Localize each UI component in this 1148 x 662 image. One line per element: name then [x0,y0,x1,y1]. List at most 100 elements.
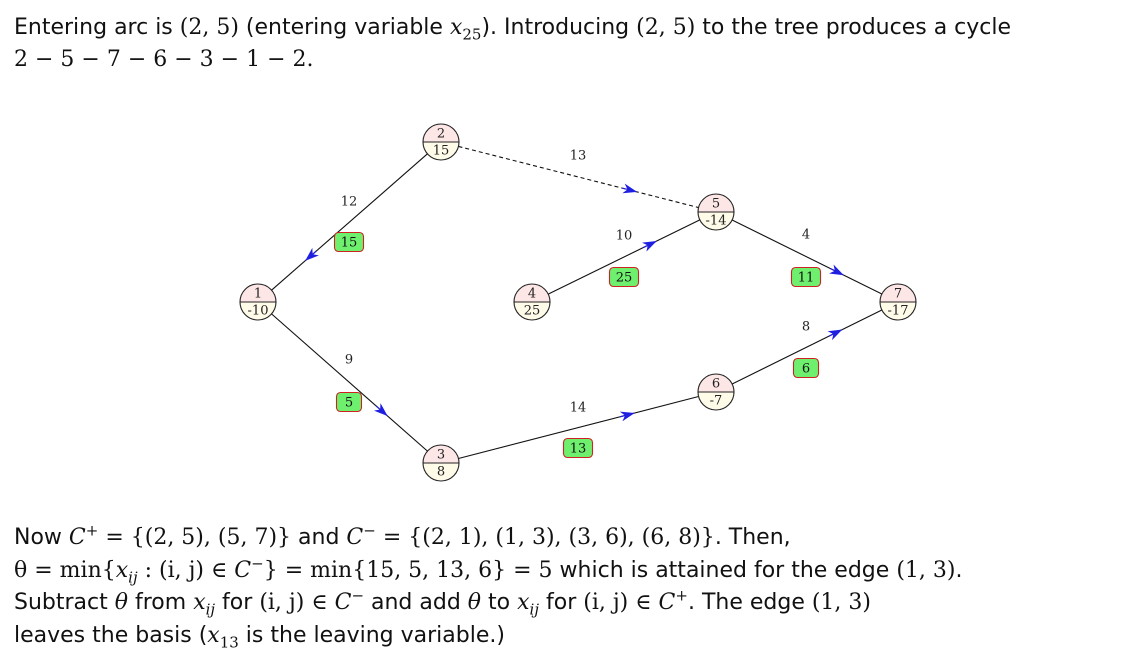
subscript: 13 [219,632,239,651]
node-supply-label: -7 [710,394,723,409]
text-part: and [291,525,347,550]
edge-1-3: 95 [271,313,428,452]
theta-formula: } = min{15, 5, 13, 6} = 5 [263,557,553,583]
node-top-half [240,284,276,302]
c-plus-set: = {(2, 5), (5, 7)} [98,525,292,550]
edge-arrow-icon [827,329,843,341]
edge-cost-label: 12 [341,195,358,210]
edge-flow-value: 5 [345,396,353,411]
edge-arrow-icon [641,240,657,252]
node-top-half [514,284,550,302]
edge-flow-value: 25 [616,271,633,286]
edge-arrow-icon [829,264,844,276]
node-circle [513,283,551,321]
edge-flow-value: 6 [802,362,810,377]
node-bottom-half [698,212,734,230]
edge-arrow-icon [305,247,319,261]
c-minus-symbol: C [234,557,252,583]
intro-text-part: Entering arc is [14,15,180,40]
index-math: (i, j) ∈ [583,590,659,615]
node-top-half [423,124,459,142]
node-supply-label: 8 [437,465,445,480]
edge-flow-value: 13 [570,442,587,457]
text-part: . [955,557,963,583]
c-plus-symbol: C [658,590,676,615]
edge-cost-label: 13 [570,149,587,164]
arc-math: (2, 5) [179,15,239,40]
c-minus-symbol: C [334,590,352,615]
node-bottom-half [240,302,276,320]
superscript: − [251,554,264,573]
edge-2-1: 12 15 [271,153,428,291]
text-part: is the leaving variable.) [238,622,505,648]
edge-5-7: 411 [731,219,883,295]
subscript: ij [205,600,216,619]
explanation-line-3: Subtract θ from xij for (i, j) ∈ C− and … [14,587,962,620]
node-id-label: 1 [254,287,262,302]
x-variable: x [193,590,206,615]
node-id-label: 4 [528,287,536,302]
node-3: 38 [422,444,460,482]
node-circle [697,373,735,411]
node-bottom-half [514,302,550,320]
cycle-line: 2 − 5 − 7 − 6 − 3 − 1 − 2. [14,47,314,72]
edge-line [731,219,883,295]
node-id-label: 5 [712,197,720,212]
text-part: and add [364,590,468,615]
edge-flow-value: 15 [341,236,358,251]
text-part: which is attained for the edge [552,557,897,583]
x-variable: x [207,622,220,648]
c-plus-symbol: C [68,525,86,550]
superscript: − [351,586,365,605]
edge-line [271,153,428,291]
c-minus-set: = {(2, 1), (1, 3), (3, 6), (6, 8)} [375,525,715,550]
theta-symbol: θ [114,590,128,615]
text-part: for [539,590,584,615]
edge-arrow-icon [373,403,388,417]
c-minus-symbol: C [346,525,364,550]
edge-4-5: 10 25 [547,219,701,295]
node-circle [422,444,460,482]
superscript: − [363,521,376,540]
intro-line-1: Entering arc is (2, 5) (entering variabl… [14,12,1011,44]
entering-variable-subscript: 25 [462,25,482,44]
node-1: 1-10 [239,283,277,321]
theta-formula: θ = min{ [14,557,116,583]
subscript: ij [128,567,138,586]
explanation-line-4: leaves the basis (x13 is the leaving var… [14,620,962,653]
node-circle [879,283,917,321]
node-bottom-half [423,463,459,481]
intro-text-part: to the tree produces a cycle [695,15,1012,40]
edge-cost-label: 14 [570,401,587,416]
text-part: from [128,590,194,615]
node-top-half [423,445,459,463]
node-supply-label: -10 [248,304,269,319]
edge-cost-label: 9 [345,353,353,368]
edge-cost-label: 10 [616,229,633,244]
node-supply-label: -17 [888,304,909,319]
node-supply-label: 25 [524,304,541,319]
node-supply-label: -14 [706,214,727,229]
edge-line [458,395,699,460]
intro-text-part: (entering variable [238,15,450,40]
edge-cost-label: 8 [802,320,810,335]
node-id-label: 7 [894,287,902,302]
index-math: (i, j) ∈ [259,590,335,615]
edge-flow-badge [790,266,822,288]
text-part: . Then, [714,525,791,550]
edge-math: (1, 3) [896,557,956,583]
edge-cost-label: 4 [802,228,810,243]
arc-math: (2, 5) [636,15,696,40]
node-id-label: 2 [437,127,445,142]
text-part: Now [14,525,69,550]
node-top-half [698,194,734,212]
node-bottom-half [880,302,916,320]
edge-flow-badge [333,231,365,253]
text-part: to [481,590,518,615]
entering-variable: x [449,15,463,40]
explanation-line-1: Now C+ = {(2, 5), (5, 7)} and C− = {(2, … [14,522,962,555]
theta-symbol: θ [467,590,482,615]
